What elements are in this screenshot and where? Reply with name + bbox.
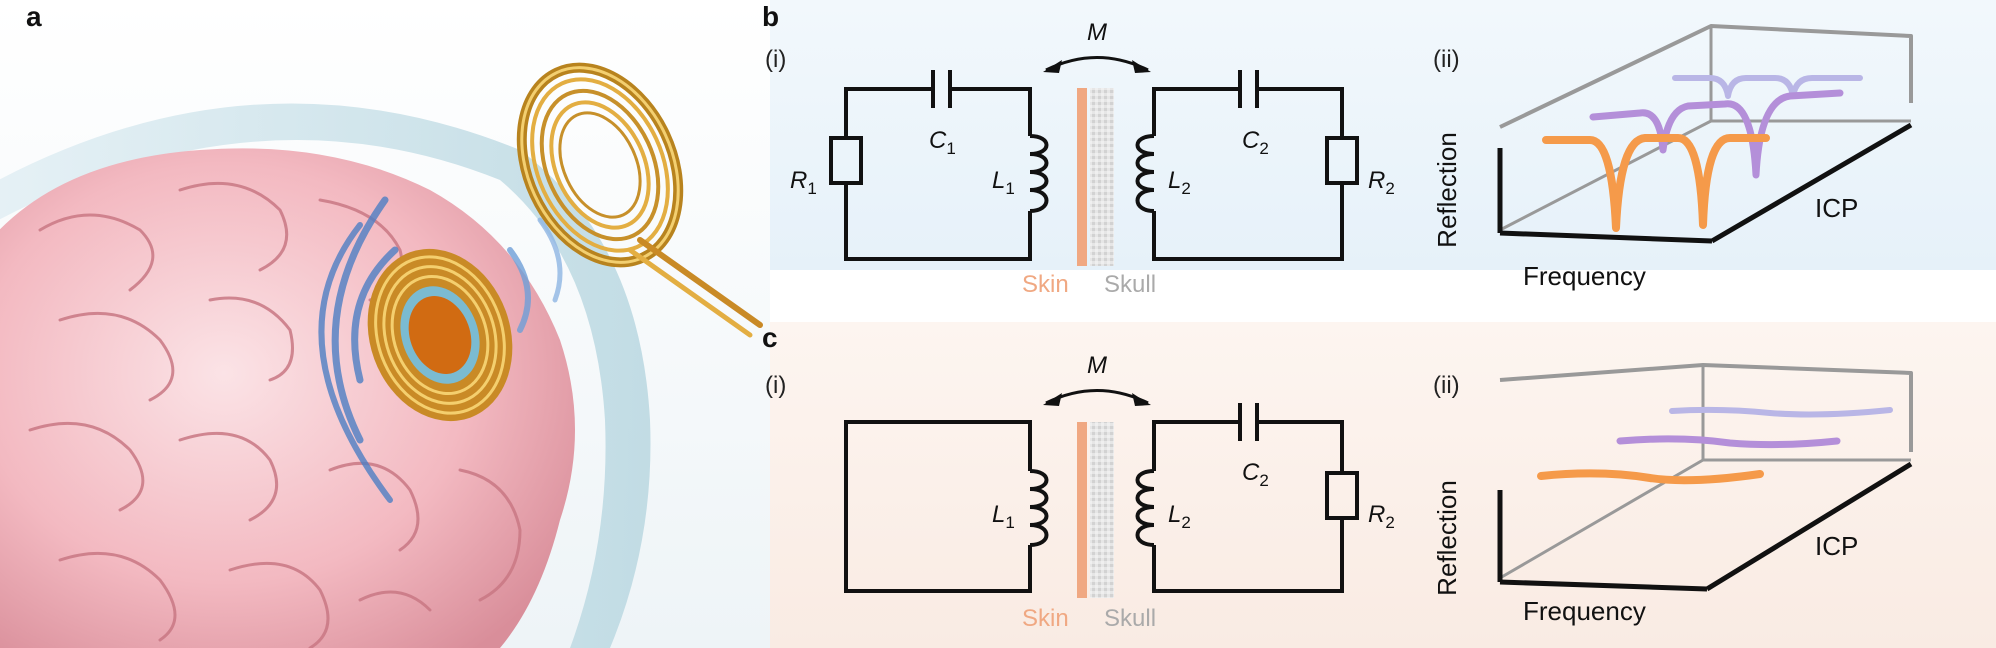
panel-c: c (i) (ii) M C2 L1 L2 R2 Skin Skull	[762, 322, 1996, 648]
mutual-label-c: M	[1087, 352, 1107, 379]
label-c-r2: R2	[1368, 501, 1395, 532]
circuit-b-primary	[829, 70, 1049, 261]
curve-orange	[1542, 134, 1770, 232]
inductor-c-l2	[1135, 469, 1155, 547]
circuit-c-primary	[844, 420, 1049, 593]
plot-c-ylabel: Reflection	[1432, 480, 1462, 596]
label-skull: Skull	[1104, 271, 1156, 298]
label-c2: C2	[1242, 127, 1269, 158]
panel-b-label: b	[762, 1, 779, 32]
label-c-l1: L1	[992, 501, 1015, 532]
mutual-label: M	[1087, 19, 1107, 46]
resistor-r1	[829, 136, 863, 185]
panel-c-background	[770, 322, 1996, 648]
skull-shell	[0, 103, 651, 648]
inductor-l2	[1135, 134, 1155, 213]
label-l1: L1	[992, 167, 1015, 198]
skin-layer	[1077, 88, 1087, 266]
plot-c-box	[1497, 363, 1913, 592]
curve-c-lavender	[1669, 406, 1893, 418]
label-skin: Skin	[1022, 271, 1069, 298]
label-r2: R2	[1368, 167, 1395, 198]
plot-b-curves	[1542, 75, 1863, 232]
curve-purple	[1589, 89, 1844, 179]
inductor-l1	[1029, 134, 1049, 213]
curve-lavender	[1672, 75, 1863, 99]
skin-layer-c	[1077, 422, 1087, 598]
curve-c-orange	[1537, 469, 1764, 485]
plot-b-ylabel: Reflection	[1432, 132, 1462, 248]
plot-b-xlabel: Frequency	[1523, 261, 1646, 291]
circuit-b-secondary	[1135, 70, 1359, 261]
plot-b-zlabel: ICP	[1815, 193, 1858, 223]
panel-b: b (i) (ii) M C	[762, 0, 1996, 298]
panel-b-sub-i: (i)	[765, 46, 786, 73]
inductor-c-l1	[1029, 469, 1049, 547]
label-r1: R1	[790, 167, 817, 198]
implant-coil	[367, 248, 513, 422]
panel-c-sub-i: (i)	[765, 372, 786, 399]
plot-c-zlabel: ICP	[1815, 531, 1858, 561]
plot-c-xlabel: Frequency	[1523, 596, 1646, 626]
resistor-r2	[1325, 136, 1359, 185]
panel-b-sub-ii: (ii)	[1433, 46, 1460, 73]
resistor-c-r2	[1325, 471, 1359, 520]
skull-layer	[1090, 88, 1114, 266]
label-c1: C1	[929, 127, 956, 158]
circuit-c-secondary	[1135, 403, 1359, 593]
curve-c-purple	[1616, 435, 1841, 449]
label-c-skin: Skin	[1022, 605, 1069, 632]
panel-a-label: a	[26, 1, 42, 32]
panel-c-sub-ii: (ii)	[1433, 372, 1460, 399]
label-c-skull: Skull	[1104, 605, 1156, 632]
plot-c-curves	[1537, 406, 1893, 485]
panel-a: a	[0, 0, 770, 648]
label-l2: L2	[1168, 167, 1191, 198]
label-c-c2: C2	[1242, 459, 1269, 490]
panel-c-label: c	[762, 322, 778, 353]
label-c-l2: L2	[1168, 501, 1191, 532]
skull-layer-c	[1090, 422, 1114, 598]
panel-b-background	[770, 0, 1996, 270]
